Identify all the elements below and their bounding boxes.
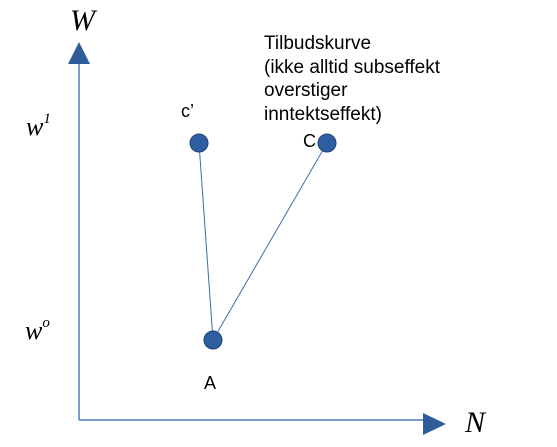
point-C bbox=[317, 133, 337, 153]
x-axis-label: N bbox=[465, 406, 486, 439]
y-axis-arrowhead bbox=[68, 42, 90, 64]
line-A-to-c-prime bbox=[198, 142, 214, 341]
annotation-line-3: overstiger bbox=[264, 80, 348, 101]
annotation-line-1: Tilbudskurve bbox=[264, 33, 372, 54]
point-c-prime-label: c’ bbox=[181, 101, 194, 121]
point-A bbox=[203, 330, 223, 350]
y-axis-label: W bbox=[70, 4, 95, 37]
point-A-label: A bbox=[204, 373, 217, 393]
supply-curve-annotation: Tilbudskurve (ikke alltid subseffekt ove… bbox=[264, 32, 440, 126]
w1-label: w1 bbox=[26, 111, 51, 141]
w1-base: w bbox=[26, 112, 44, 141]
point-C-label: C bbox=[303, 131, 316, 151]
line-A-to-C bbox=[212, 142, 328, 341]
x-axis-arrowhead bbox=[423, 413, 446, 435]
point-c-prime bbox=[189, 133, 209, 153]
annotation-line-4: inntektseffekt) bbox=[264, 103, 382, 125]
annotation-line-2: (ikke alltid subseffekt bbox=[264, 56, 441, 78]
w0-label: wo bbox=[25, 315, 50, 345]
w1-superscript: 1 bbox=[43, 111, 51, 127]
w0-base: w bbox=[25, 316, 43, 345]
w0-superscript: o bbox=[42, 315, 50, 331]
